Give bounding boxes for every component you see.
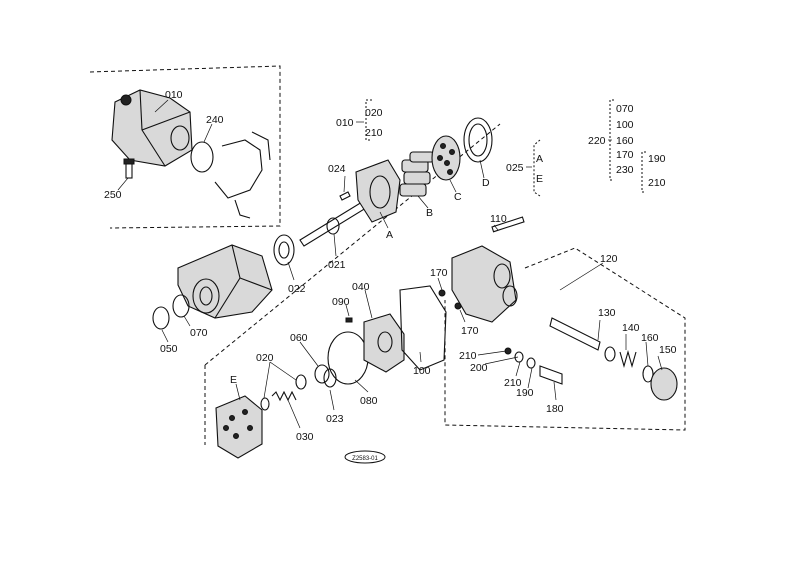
cylinder-block-B bbox=[399, 151, 435, 197]
bearing-023 bbox=[323, 368, 337, 388]
label-090: 090 bbox=[332, 296, 350, 308]
label-210b: 210 bbox=[459, 350, 477, 362]
label-C: C bbox=[454, 191, 462, 203]
label-240: 240 bbox=[206, 114, 224, 126]
label-010: 010 bbox=[165, 89, 183, 101]
plug-180 bbox=[539, 365, 563, 385]
label-030: 030 bbox=[296, 431, 314, 443]
label-160: 160 bbox=[616, 135, 634, 147]
part-labels: 010 240 250 010 020 210 024 A B C D 025 … bbox=[104, 89, 677, 443]
braces bbox=[356, 99, 646, 197]
assembled-pump-inset bbox=[111, 89, 271, 219]
spring-030 bbox=[271, 390, 297, 402]
swash-plate-A bbox=[355, 159, 401, 223]
label-080: 080 bbox=[360, 395, 378, 407]
figure-code-stamp: Z2583-01 bbox=[344, 450, 386, 464]
label-024: 024 bbox=[328, 163, 346, 175]
label-070: 070 bbox=[616, 103, 634, 115]
label-140: 140 bbox=[622, 322, 640, 334]
label-110: 110 bbox=[490, 213, 507, 225]
pump-housing bbox=[152, 244, 273, 330]
plate-040 bbox=[363, 313, 405, 373]
label-023: 023 bbox=[326, 413, 344, 425]
gasket-100 bbox=[399, 285, 447, 371]
bearing-022 bbox=[273, 234, 295, 266]
label-ae-e: E bbox=[536, 173, 543, 185]
spring-140 bbox=[619, 349, 637, 369]
label-100: 100 bbox=[616, 119, 634, 131]
label-160b: 160 bbox=[641, 332, 659, 344]
label-170c: 170 bbox=[461, 325, 479, 337]
label-D: D bbox=[482, 177, 490, 189]
label-170b: 170 bbox=[430, 267, 448, 279]
plug-150 bbox=[650, 367, 678, 401]
label-120: 120 bbox=[600, 253, 618, 265]
label-021: 021 bbox=[328, 259, 346, 271]
label-020: 020 bbox=[365, 107, 383, 119]
cover-E bbox=[215, 395, 263, 459]
snap-ring-050 bbox=[152, 306, 170, 330]
label-050: 050 bbox=[160, 343, 178, 355]
label-180: 180 bbox=[546, 403, 564, 415]
ring-D bbox=[463, 117, 493, 163]
valve-block-group bbox=[438, 216, 678, 401]
shaft-assembly bbox=[273, 191, 367, 266]
shaft-021 bbox=[299, 201, 367, 247]
spool-130 bbox=[549, 317, 601, 351]
label-B: B bbox=[426, 207, 433, 219]
washer-060 bbox=[314, 364, 330, 384]
label-022: 022 bbox=[288, 283, 306, 295]
o-ring-240 bbox=[190, 141, 214, 173]
label-130: 130 bbox=[598, 307, 616, 319]
label-170: 170 bbox=[616, 149, 634, 161]
rotating-group bbox=[355, 117, 493, 223]
label-ae-a: A bbox=[536, 153, 543, 165]
label-A: A bbox=[386, 229, 393, 241]
label-220: 220 bbox=[588, 135, 606, 147]
label-150: 150 bbox=[659, 344, 677, 356]
gasket-080 bbox=[327, 331, 369, 385]
figure-code: Z2583-01 bbox=[352, 456, 378, 462]
seal-070 bbox=[172, 294, 190, 318]
label-010b: 010 bbox=[336, 117, 354, 129]
label-020b: 020 bbox=[256, 352, 274, 364]
key-024 bbox=[339, 191, 351, 201]
leader-lines bbox=[117, 99, 663, 429]
label-210: 210 bbox=[365, 127, 383, 139]
label-210d: 210 bbox=[504, 377, 522, 389]
rear-group bbox=[215, 285, 447, 459]
label-025: 025 bbox=[506, 162, 524, 174]
label-230: 230 bbox=[616, 164, 634, 176]
bolt-110 bbox=[491, 216, 525, 233]
label-190b: 190 bbox=[516, 387, 534, 399]
label-200: 200 bbox=[470, 362, 488, 374]
label-210c: 210 bbox=[648, 177, 666, 189]
label-E: E bbox=[230, 374, 237, 386]
label-040: 040 bbox=[352, 281, 370, 293]
label-070b: 070 bbox=[190, 327, 208, 339]
label-100b: 100 bbox=[413, 365, 431, 377]
label-060: 060 bbox=[290, 332, 308, 344]
label-250: 250 bbox=[104, 189, 122, 201]
label-190: 190 bbox=[648, 153, 666, 165]
pin-090 bbox=[345, 317, 353, 323]
valve-plate-C bbox=[431, 135, 461, 181]
